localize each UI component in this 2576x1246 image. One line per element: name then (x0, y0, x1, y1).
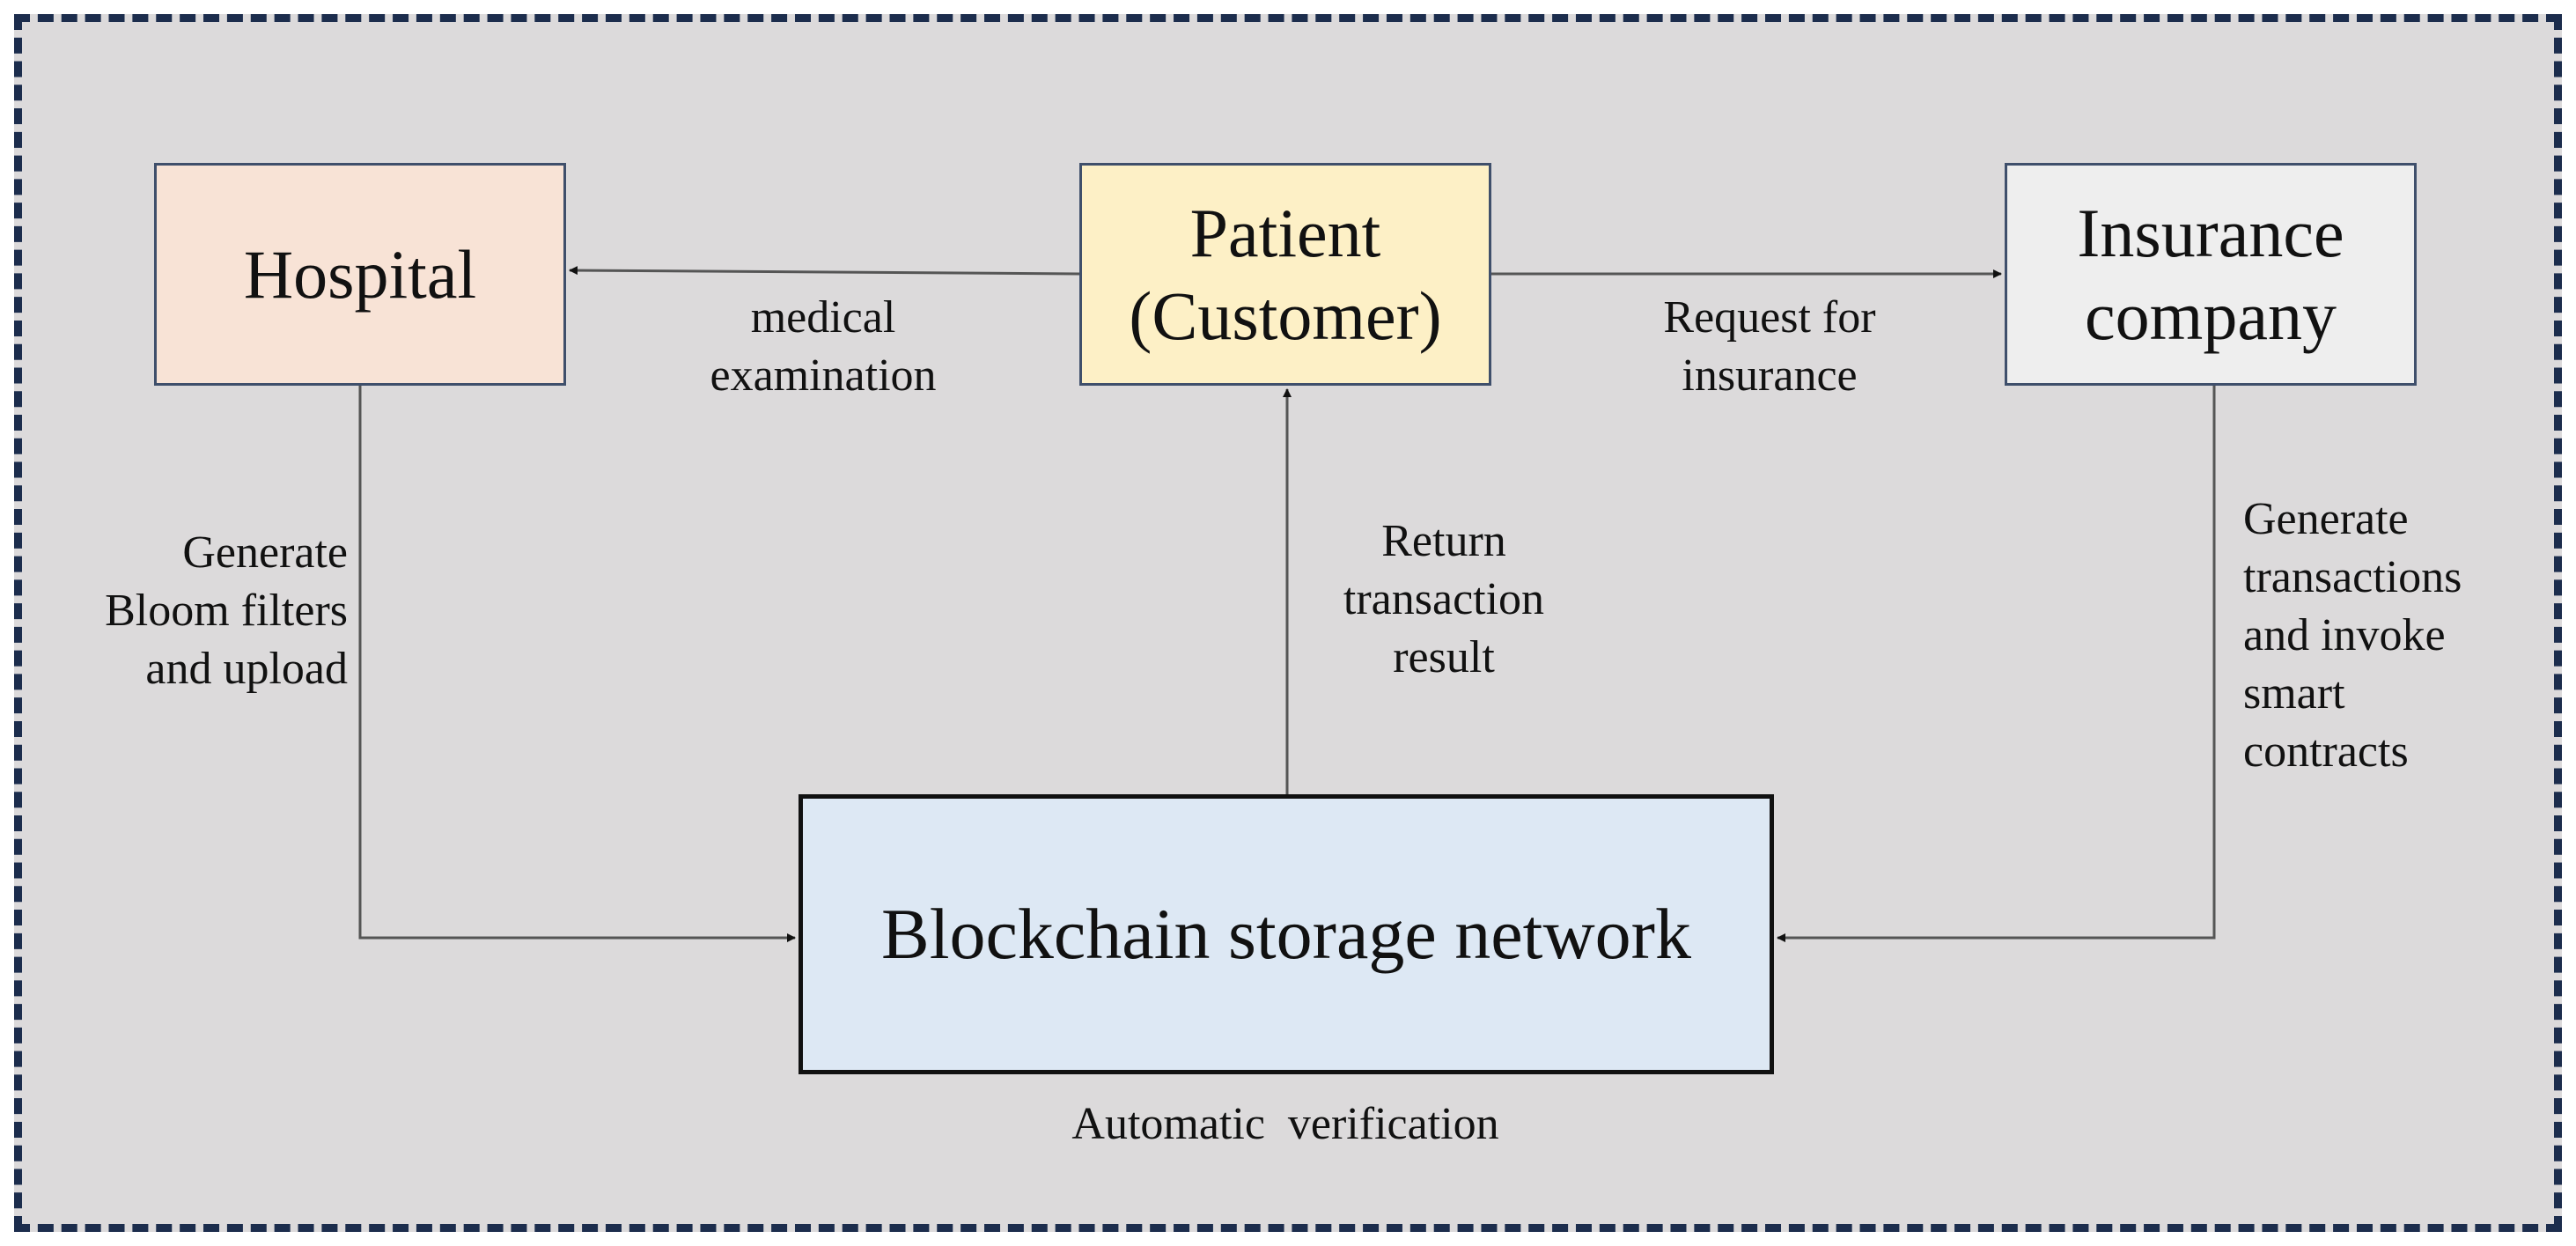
hospital-node: Hospital (154, 163, 566, 386)
arrow-insurance-to-blockchain (1777, 386, 2216, 942)
blockchain-label: Blockchain storage network (881, 893, 1691, 974)
insurance-node: Insurance company (2005, 163, 2417, 386)
arrow-hospital-to-blockchain (358, 386, 796, 942)
generate-transactions-label: Generate transactions and invoke smart c… (2243, 494, 2462, 778)
hospital-label: Hospital (243, 235, 477, 313)
return-transaction-label: Return transaction result (1343, 516, 1545, 683)
arrow-patient-to-hospital (569, 266, 1080, 276)
automatic-verification-label: Automatic verification (1071, 1099, 1499, 1149)
medical-examination-label: medical examination (710, 292, 937, 402)
request-insurance-label: Request for insurance (1663, 292, 1876, 402)
insurance-label: Insurance company (2077, 194, 2344, 354)
patient-label: Patient (Customer) (1129, 194, 1442, 354)
generate-bloom-label: Generate Bloom filters and upload (105, 527, 348, 695)
blockchain-node: Blockchain storage network (799, 794, 1774, 1074)
patient-node: Patient (Customer) (1079, 163, 1491, 386)
